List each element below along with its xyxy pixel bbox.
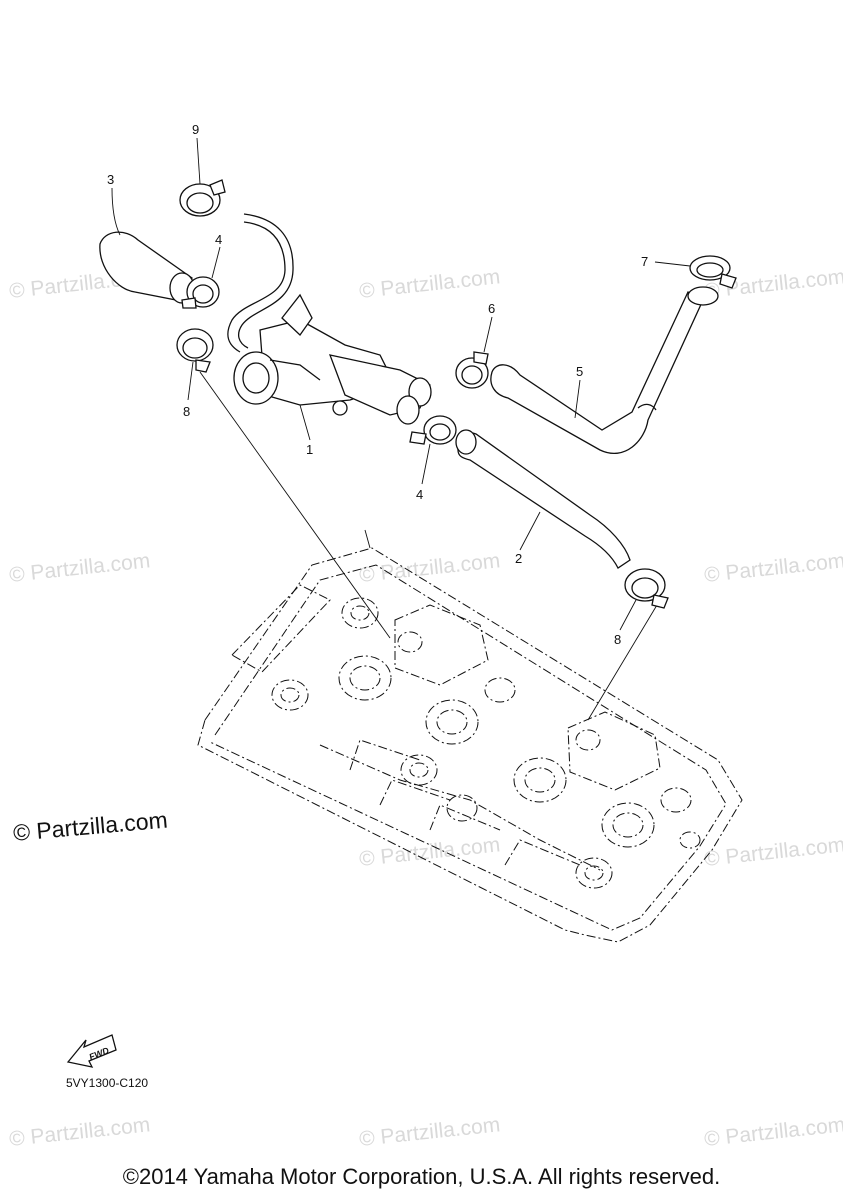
callout-3: 3 bbox=[107, 172, 114, 187]
clamp-4-upper bbox=[181, 276, 220, 309]
clamp-7 bbox=[689, 255, 737, 289]
faint-watermark: © Partzilla.com bbox=[358, 1113, 501, 1151]
faint-watermark: © Partzilla.com bbox=[703, 549, 843, 587]
watermark-grid: © Partzilla.com © Partzilla.com © Partzi… bbox=[8, 0, 843, 1151]
faint-watermark: © Partzilla.com bbox=[8, 549, 151, 587]
callout-5: 5 bbox=[576, 364, 583, 379]
faint-watermark: © Partzilla.com bbox=[358, 549, 501, 587]
faint-watermark: © Partzilla.com bbox=[358, 833, 501, 871]
callout-1: 1 bbox=[306, 442, 313, 457]
callouts: 9 3 4 7 6 5 8 1 4 2 8 bbox=[107, 122, 648, 647]
faint-watermark: © Partzilla.com bbox=[703, 0, 843, 3]
clamps bbox=[176, 179, 737, 609]
diagram-part-code: 5VY1300-C120 bbox=[66, 1076, 149, 1090]
hose-5 bbox=[490, 286, 719, 455]
callout-7: 7 bbox=[641, 254, 648, 269]
faint-watermark: © Partzilla.com bbox=[8, 1113, 151, 1151]
callout-leaders bbox=[111, 137, 691, 631]
callout-2: 2 bbox=[515, 551, 522, 566]
hose-2 bbox=[455, 429, 631, 569]
assembly-lines bbox=[199, 371, 661, 721]
faint-watermark: © Partzilla.com bbox=[358, 0, 501, 3]
callout-8: 8 bbox=[614, 632, 621, 647]
faint-watermark: © Partzilla.com bbox=[703, 1113, 843, 1151]
vacuum-line bbox=[227, 213, 294, 353]
clamp-9 bbox=[179, 179, 226, 217]
faint-watermark: © Partzilla.com bbox=[358, 265, 501, 303]
clamp-8-right bbox=[624, 568, 669, 609]
cylinder-head-cover bbox=[197, 547, 743, 943]
callout-9: 9 bbox=[192, 122, 199, 137]
clamp-4-lower bbox=[409, 415, 457, 445]
callout-4: 4 bbox=[416, 487, 423, 502]
copyright-notice: ©2014 Yamaha Motor Corporation, U.S.A. A… bbox=[122, 1164, 721, 1189]
faint-watermark: © Partzilla.com bbox=[703, 833, 843, 871]
callout-6: 6 bbox=[488, 301, 495, 316]
callout-4: 4 bbox=[215, 232, 222, 247]
clamp-6 bbox=[455, 351, 489, 389]
faint-watermark: © Partzilla.com bbox=[8, 0, 151, 3]
clamp-8-left bbox=[176, 328, 214, 373]
fwd-arrow-icon: FWD bbox=[66, 1034, 117, 1068]
callout-8: 8 bbox=[183, 404, 190, 419]
air-cut-valve bbox=[233, 293, 432, 425]
hose-3 bbox=[99, 231, 195, 304]
